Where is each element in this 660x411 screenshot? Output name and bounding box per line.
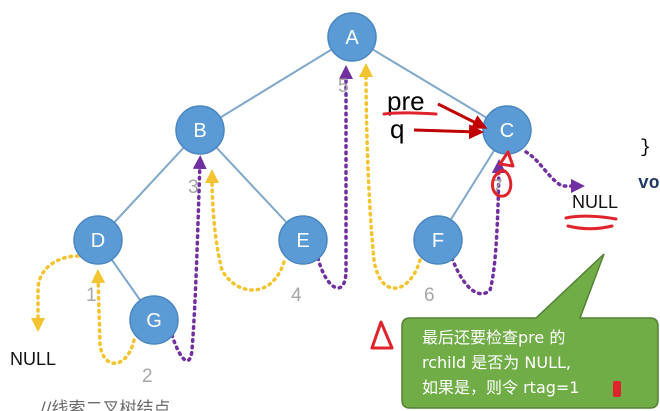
successor-threads — [170, 65, 585, 363]
q-arrow — [413, 124, 484, 140]
edge-b-e — [199, 129, 304, 241]
thread-f-to-c — [450, 159, 506, 296]
thread-g-to-d — [91, 269, 136, 365]
null-label-right: NULL — [572, 192, 618, 212]
order-label-5: 5 — [338, 76, 349, 97]
tree-nodes: A B C D E F G — [73, 12, 532, 345]
null-label-left: NULL — [10, 349, 56, 369]
pre-arrow — [437, 102, 488, 129]
ink-triangle-under-c — [498, 150, 515, 168]
ink-null-underline-2 — [566, 224, 614, 231]
callout-line-3: 如果是，则令 rtag=1 — [422, 378, 580, 397]
node-d-label: D — [91, 230, 105, 252]
order-label-7: 7 — [492, 177, 503, 198]
thread-c-to-null — [524, 150, 585, 193]
node-b: B — [175, 105, 225, 155]
rchild-check-callout: 最后还要检查pre 的 rchild 是否为 NULL, 如果是，则令 rtag… — [401, 253, 659, 409]
tree-edges — [97, 36, 508, 321]
node-g: G — [129, 295, 179, 345]
edge-b-d — [97, 129, 201, 241]
visit-order-labels: 1 2 3 4 5 6 7 — [86, 76, 503, 387]
thread-e-to-a — [316, 65, 353, 290]
edge-a-c — [351, 36, 508, 131]
callout-bubble — [401, 253, 659, 409]
pre-underline — [382, 111, 438, 116]
rtag-ink-mark — [613, 381, 621, 397]
pointer-annotations: pre q — [382, 86, 488, 144]
node-d: D — [73, 215, 123, 265]
order-label-1: 1 — [86, 285, 97, 306]
code-keyword: vo — [638, 174, 660, 194]
order-label-6: 6 — [424, 285, 435, 306]
thread-g-to-b — [170, 155, 207, 363]
order-label-3: 3 — [188, 177, 199, 198]
node-e-label: E — [296, 230, 309, 252]
code-brace: } — [640, 138, 651, 158]
order-label-4: 4 — [291, 285, 302, 306]
node-c: C — [482, 105, 532, 155]
node-c-label: C — [500, 120, 514, 142]
ink-circle-seven — [491, 169, 513, 198]
ink-null-underline-1 — [564, 214, 618, 221]
node-g-label: G — [146, 310, 162, 332]
node-b-label: B — [193, 120, 206, 142]
node-e: E — [278, 215, 328, 265]
q-pointer-label: q — [390, 114, 404, 144]
node-a: A — [327, 12, 377, 62]
thread-f-to-a — [359, 63, 422, 290]
callout-line-1: 最后还要检查pre 的 — [422, 328, 565, 347]
node-f: F — [413, 215, 463, 265]
node-f-label: F — [432, 230, 444, 252]
thread-e-to-b — [205, 169, 286, 292]
edge-a-b — [199, 36, 353, 131]
pre-pointer-label: pre — [387, 86, 425, 116]
callout-line-2: rchild 是否为 NULL, — [422, 353, 571, 372]
ink-triangle-left-of-callout — [370, 320, 394, 350]
node-a-label: A — [345, 27, 359, 49]
predecessor-threads — [31, 63, 422, 365]
thread-d-to-null — [31, 254, 80, 332]
order-label-2: 2 — [142, 366, 153, 387]
code-comment: //线索二叉树结点 — [40, 399, 170, 411]
